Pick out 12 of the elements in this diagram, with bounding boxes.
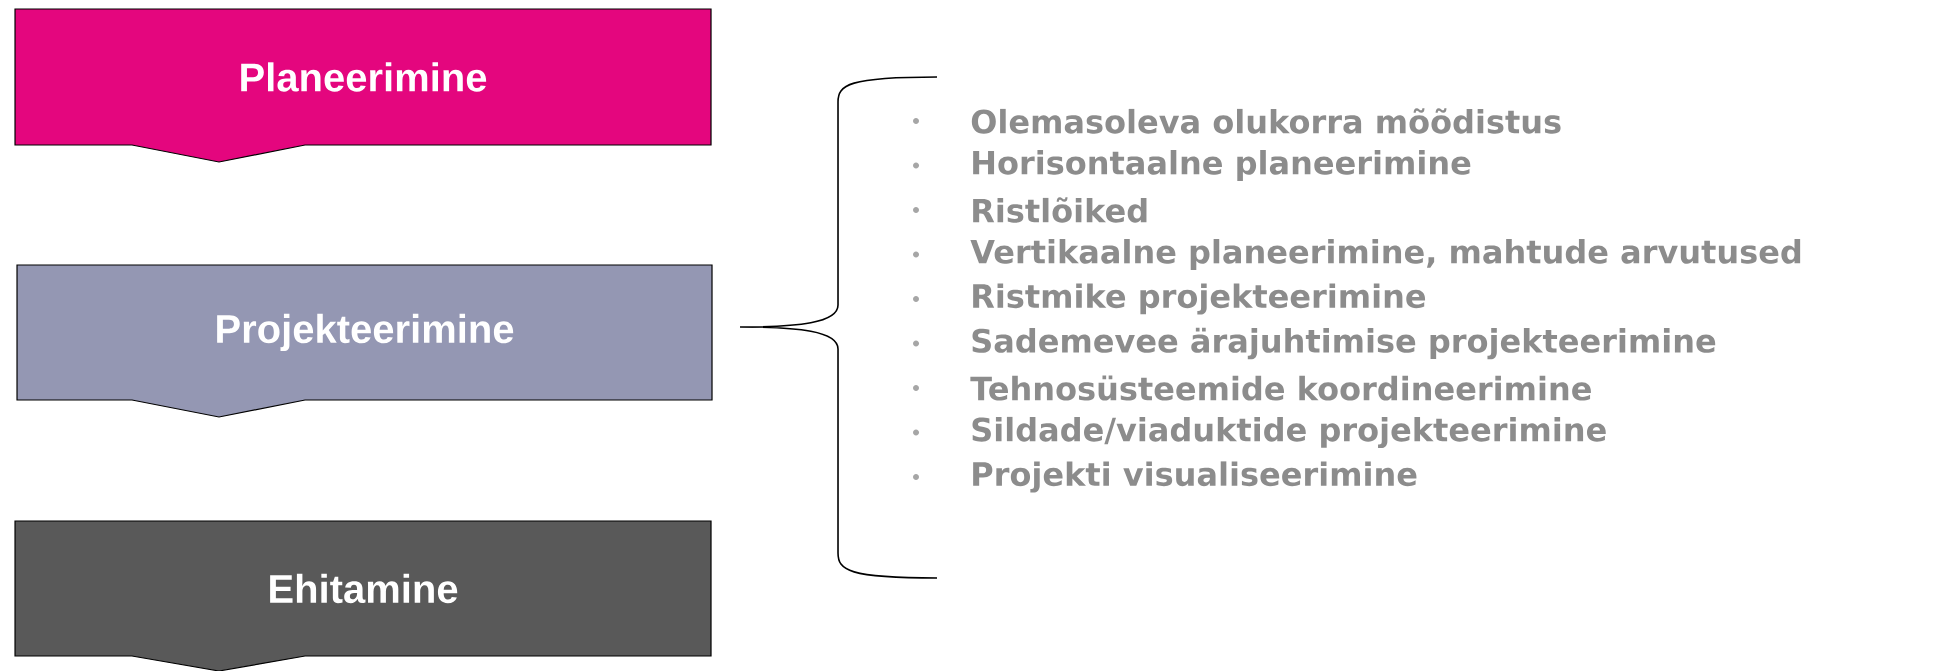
bullet-item: Horisontaalne planeerimine	[913, 150, 1471, 181]
bullet-item: Ristmike projekteerimine	[913, 283, 1426, 315]
bullet-item: Ristlõiked	[913, 197, 1147, 223]
bullet-item: Projekti visualiseerimine	[913, 461, 1417, 493]
bullet-item: Sademevee ärajuhtimise projekteerimine	[913, 327, 1716, 360]
bullet-item: Olemasoleva olukorra mõõdistus	[913, 108, 1561, 134]
process-box: Ehitamine	[14, 520, 712, 671]
bullet-item: Sildade/viaduktide projekteerimine	[913, 416, 1606, 449]
process-box: Planeerimine	[14, 8, 712, 163]
bullet-item: Vertikaalne planeerimine, mahtude arvutused	[913, 239, 1801, 270]
process-box: Projekteerimine	[16, 264, 713, 418]
bullet-item: Tehnosüsteemide koordineerimine	[913, 375, 1591, 401]
